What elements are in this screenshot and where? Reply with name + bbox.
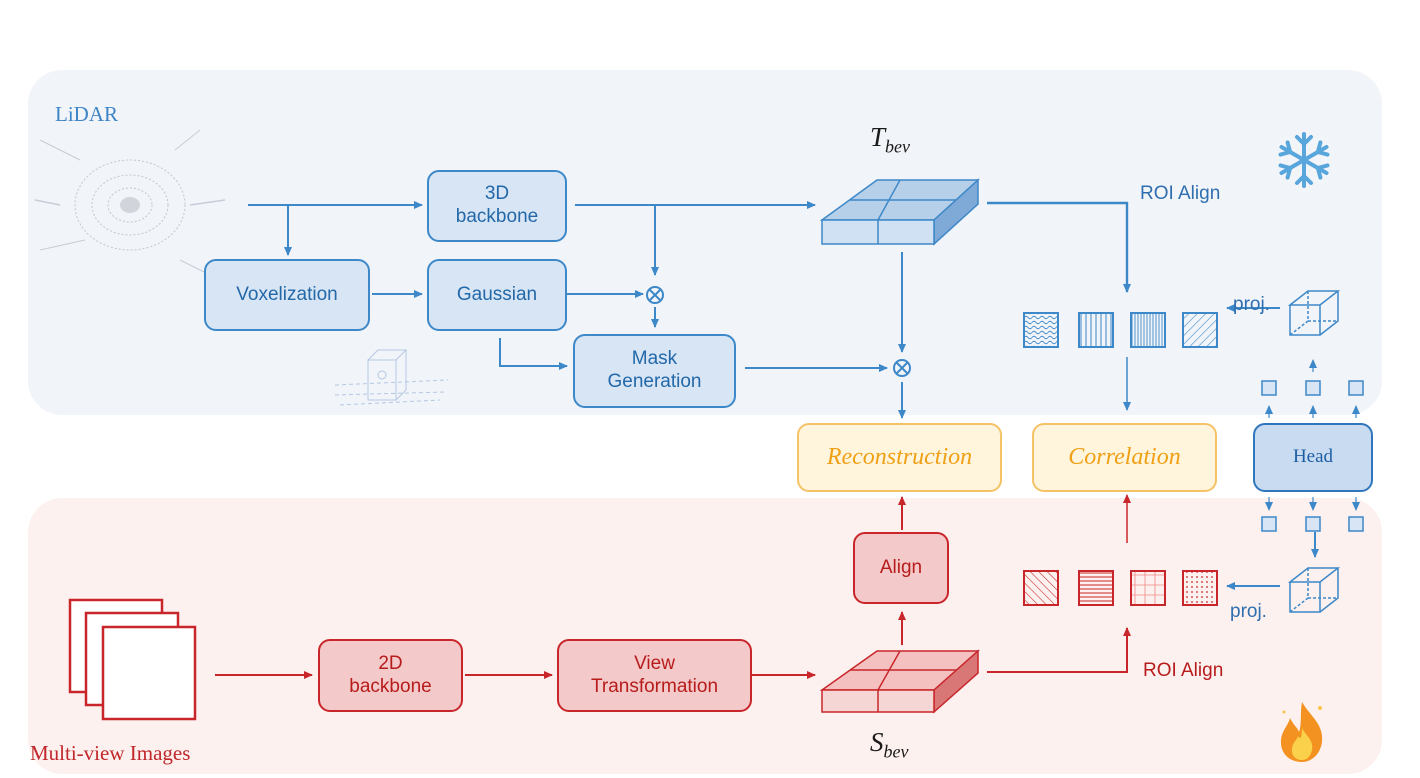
student-roi-features: [1023, 570, 1218, 606]
camera-branch-panel: [28, 498, 1382, 774]
reconstruction-loss-box: Reconstruction: [797, 423, 1002, 492]
snowflake-icon: [1275, 132, 1333, 188]
align-box: Align: [853, 532, 949, 604]
voxel-grid-image: [334, 349, 449, 406]
2d-backbone-box: 2D backbone: [318, 639, 463, 712]
mask-generation-box: Mask Generation: [573, 334, 736, 408]
lidar-pointcloud-image: [34, 129, 226, 276]
view-transformation-box: View Transformation: [557, 639, 752, 712]
correlation-loss-box: Correlation: [1032, 423, 1217, 492]
roi-align-label-bottom: ROI Align: [1143, 660, 1224, 681]
gaussian-box: Gaussian: [427, 259, 567, 331]
teacher-bev-label: Tbev: [870, 122, 911, 157]
roi-align-label-top: ROI Align: [1140, 183, 1221, 204]
3d-backbone-box: 3D backbone: [427, 170, 567, 242]
multiply-operator-1: [646, 286, 664, 304]
multiview-images-stack: [68, 598, 197, 721]
voxelization-box: Voxelization: [204, 259, 370, 331]
student-bev-label: Sbev: [870, 727, 909, 762]
fire-icon: [1280, 702, 1323, 762]
teacher-bev-cube: [819, 178, 980, 246]
detection-head-box: Head: [1253, 423, 1373, 492]
teacher-roi-features: [1023, 312, 1218, 348]
lidar-label: LiDAR: [55, 102, 118, 126]
head-query-nodes: [1261, 380, 1364, 532]
box3d-icon-bottom: [1287, 567, 1341, 613]
student-bev-cube: [819, 649, 980, 714]
box3d-icon-top: [1287, 290, 1341, 336]
proj-label-bottom: proj.: [1230, 601, 1267, 622]
multiply-operator-2: [893, 359, 911, 377]
multiview-images-label: Multi-view Images: [30, 741, 191, 765]
proj-label-top: proj.: [1233, 294, 1270, 315]
